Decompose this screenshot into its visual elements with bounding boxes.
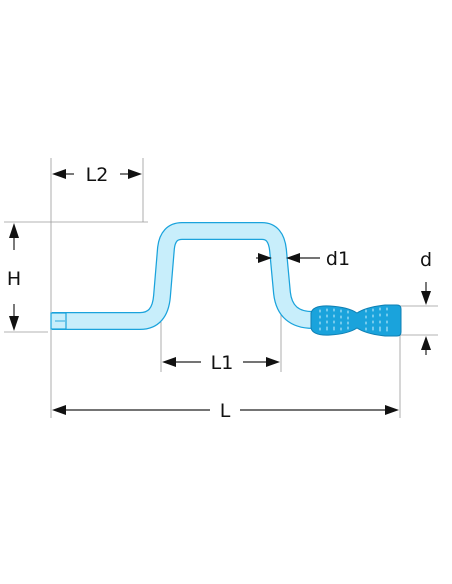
d-arrow-bottom: [421, 336, 431, 350]
extension-lines: [4, 158, 438, 418]
dimension-d1: d1: [256, 248, 350, 270]
l-label: L: [220, 400, 231, 422]
dimension-h: H: [7, 223, 21, 331]
grip-handle: [310, 304, 402, 337]
l1-arrow-left: [162, 357, 176, 367]
dimension-l2: L2: [52, 164, 142, 186]
l1-label: L1: [211, 352, 234, 374]
l-arrow-left: [52, 405, 66, 415]
dimension-l1: L1: [162, 352, 280, 374]
dimension-d: d: [420, 249, 432, 355]
grip-stripes: [319, 307, 388, 332]
d1-label: d1: [326, 248, 350, 270]
d-label: d: [420, 249, 432, 271]
l2-arrow-left: [52, 169, 66, 179]
d1-arrow-left: [258, 253, 272, 263]
l-arrow-right: [385, 405, 399, 415]
d-arrow-top: [421, 291, 431, 305]
l2-arrow-right: [128, 169, 142, 179]
h-arrow-top: [9, 223, 19, 238]
h-label: H: [7, 268, 21, 290]
rod-fill: [52, 223, 314, 329]
dimension-l: L: [52, 400, 399, 422]
l1-arrow-right: [266, 357, 280, 367]
h-arrow-bottom: [9, 316, 19, 331]
d1-arrow-right: [286, 253, 300, 263]
crank-rod: [50, 222, 314, 330]
l2-label: L2: [86, 164, 109, 186]
